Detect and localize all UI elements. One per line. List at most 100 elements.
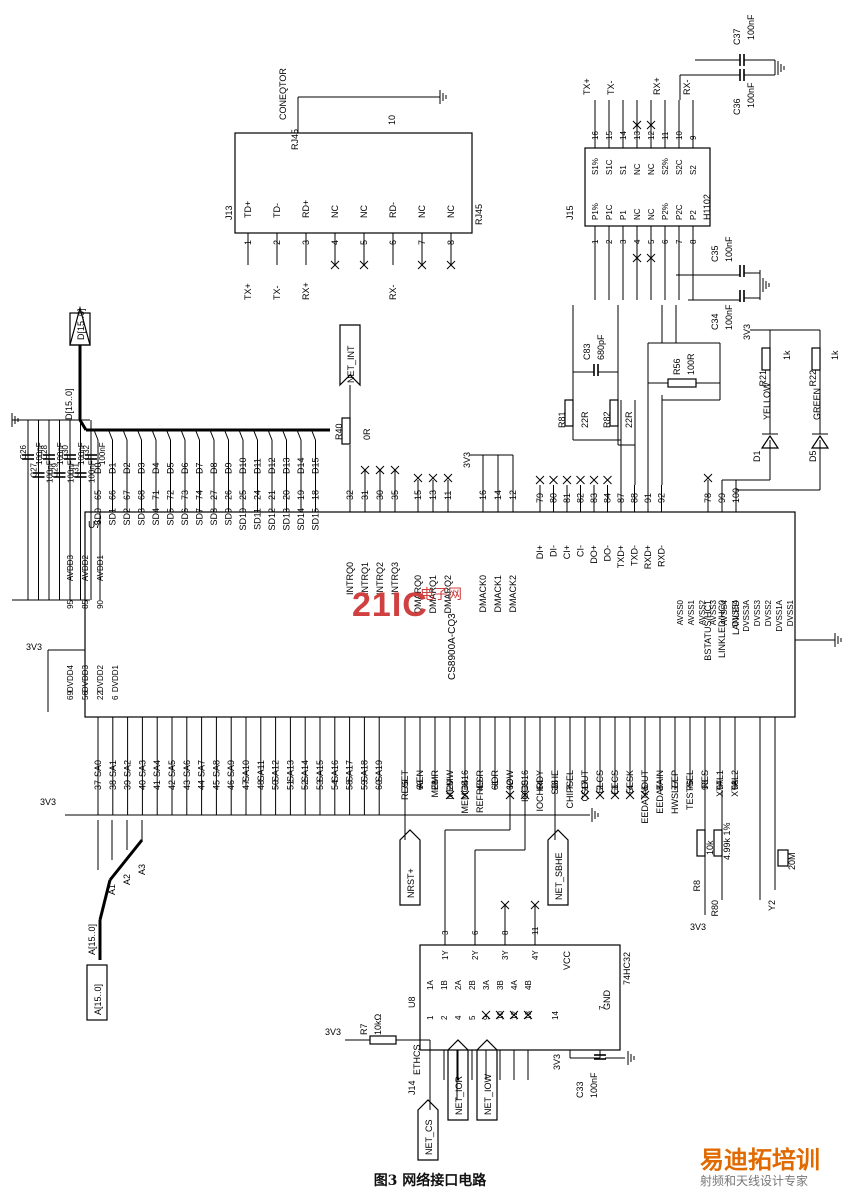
- u7-pin-number: 24: [253, 490, 263, 500]
- u7-pin-number: 34: [460, 780, 470, 790]
- net-iow-box: [476, 1039, 498, 1121]
- j15-pin-number: 6: [661, 239, 670, 244]
- no-connect-mark: [625, 790, 635, 800]
- j14-ref: J14: [407, 1080, 417, 1095]
- u8-pin-number: 9: [482, 1015, 491, 1020]
- net-cs-box: [417, 1099, 439, 1161]
- r7-value: 10kΩ: [373, 1013, 383, 1035]
- u8-pin-name: 4A: [510, 980, 519, 990]
- u7-pin-number: 95: [66, 599, 75, 608]
- u7-pin-name: DO+: [589, 545, 599, 564]
- u7-pin-name: LANLED: [731, 599, 741, 635]
- j15-pin-number: 4: [633, 239, 642, 244]
- u7-pin-number: 2: [595, 785, 605, 790]
- u7-pin-number: 73: [180, 490, 190, 500]
- u7-pin-number: 78: [703, 493, 713, 503]
- cap-value: 100nF: [98, 442, 107, 465]
- u7-pin-number: 84: [603, 493, 613, 503]
- u7-pin-name: CHIPSEL: [565, 770, 575, 809]
- j15-pin-name: NC: [647, 208, 656, 220]
- cap-ref: C30: [61, 444, 70, 459]
- j13-pin-number: 5: [359, 240, 369, 245]
- d-bus-net-label: D2: [122, 462, 132, 474]
- u7-pin-number: 100: [731, 488, 741, 503]
- u7-pin-name: AVSS3: [709, 599, 718, 625]
- j15-pin-name: NC: [633, 208, 642, 220]
- j13-ref: J13: [224, 205, 234, 220]
- u7-pin-name: REFRESR: [475, 770, 485, 814]
- j15-pin-name: P1: [619, 210, 628, 220]
- u7-pin-number: 46: [226, 780, 236, 790]
- u7-pin-number: 63: [415, 780, 425, 790]
- j13-connector: CONEQTOR: [278, 68, 288, 120]
- u7-pin-name: AEN: [415, 770, 425, 789]
- r80-value: 4.99k 1%: [722, 822, 732, 860]
- u7-pin-number: 99: [717, 493, 727, 503]
- u7-pin-name: SA15: [315, 760, 325, 782]
- u7-pin-number: 14: [493, 490, 503, 500]
- net-ior-box: [447, 1039, 469, 1121]
- j13-pin-number: 2: [272, 240, 282, 245]
- u7-pin-name: SA10: [241, 760, 251, 782]
- d-bus-net-label: D14: [296, 457, 306, 474]
- no-connect-mark: [360, 465, 370, 475]
- r7-ref: R7: [359, 1023, 369, 1035]
- d5-led-triangle: [810, 434, 830, 449]
- c37-ref: C37: [732, 28, 742, 45]
- u7-pin-number: 43: [182, 780, 192, 790]
- d-bus-net-label: D4: [151, 462, 161, 474]
- j15-part: H1102: [702, 194, 712, 220]
- u7-chip-body: [84, 511, 796, 718]
- watermark-edatop: 易迪拓培训: [700, 1146, 820, 1174]
- u7-pin-name: SA11: [256, 760, 266, 781]
- u8-pin-name: 1A: [426, 980, 435, 990]
- u8-pin-number: 1: [426, 1015, 435, 1020]
- u7-pin-number: 36: [550, 780, 560, 790]
- resistor-body: [609, 399, 619, 427]
- u7-pin-name: INTRQ2: [375, 562, 385, 595]
- u7-pin-name: DMARQ2: [443, 575, 453, 614]
- u7-pin-name: MEMCS16: [460, 770, 470, 814]
- u8-pin-name: 2A: [454, 980, 463, 990]
- y2-crystal: [777, 849, 789, 867]
- no-connect-mark: [535, 475, 545, 485]
- d5-ref: D5: [808, 450, 818, 462]
- no-connect-mark: [359, 260, 369, 270]
- d-bus-box: [69, 312, 91, 346]
- u7-pin-name: SA12: [271, 760, 281, 782]
- j13-pin-number: 7: [417, 240, 427, 245]
- u7-pin-number: 17: [580, 780, 590, 790]
- resistor-body: [564, 399, 574, 427]
- c34-value: 100nF: [724, 304, 734, 330]
- u7-pin-name: EEDATAOUT: [640, 769, 650, 823]
- u7-pin-name: SD9: [224, 508, 234, 526]
- u8-vcc-pin: 14: [551, 1011, 560, 1020]
- v3v3-label: 3V3: [40, 797, 56, 807]
- u8-pin-number: 3: [441, 930, 450, 935]
- u7-pin-name: EECS: [610, 770, 620, 795]
- a-bus: [108, 839, 144, 881]
- u7-pin-number: 93: [700, 780, 710, 790]
- u7-pin-name: CI+: [562, 545, 572, 559]
- r21-value: 1k: [782, 350, 792, 360]
- d1-ref: D1: [752, 450, 762, 462]
- u7-pin-name: SD15: [311, 508, 321, 531]
- c34-ref: C34: [710, 313, 720, 330]
- r56-ref: R56: [672, 358, 682, 375]
- j13-pin-name: NC: [330, 205, 340, 218]
- no-connect-mark: [460, 790, 470, 800]
- j15-pin-number: 2: [605, 239, 614, 244]
- watermark-21ic: 21IC: [352, 586, 428, 624]
- u7-pin-number: 20: [282, 490, 292, 500]
- no-connect-mark: [580, 790, 590, 800]
- u7-pin-name: SD4: [151, 508, 161, 526]
- no-connect-mark: [445, 790, 455, 800]
- d-bus-net-label: D1: [108, 462, 118, 474]
- u7-pin-number: 82: [576, 493, 586, 503]
- u8-ref: U8: [407, 996, 417, 1008]
- u7-pin-number: 85: [81, 599, 90, 608]
- v3v3-label: 3V3: [690, 922, 706, 932]
- no-connect-mark: [443, 473, 453, 483]
- u7-pin-number: 22: [96, 691, 105, 700]
- u7-pin-name: ELCS: [595, 770, 605, 794]
